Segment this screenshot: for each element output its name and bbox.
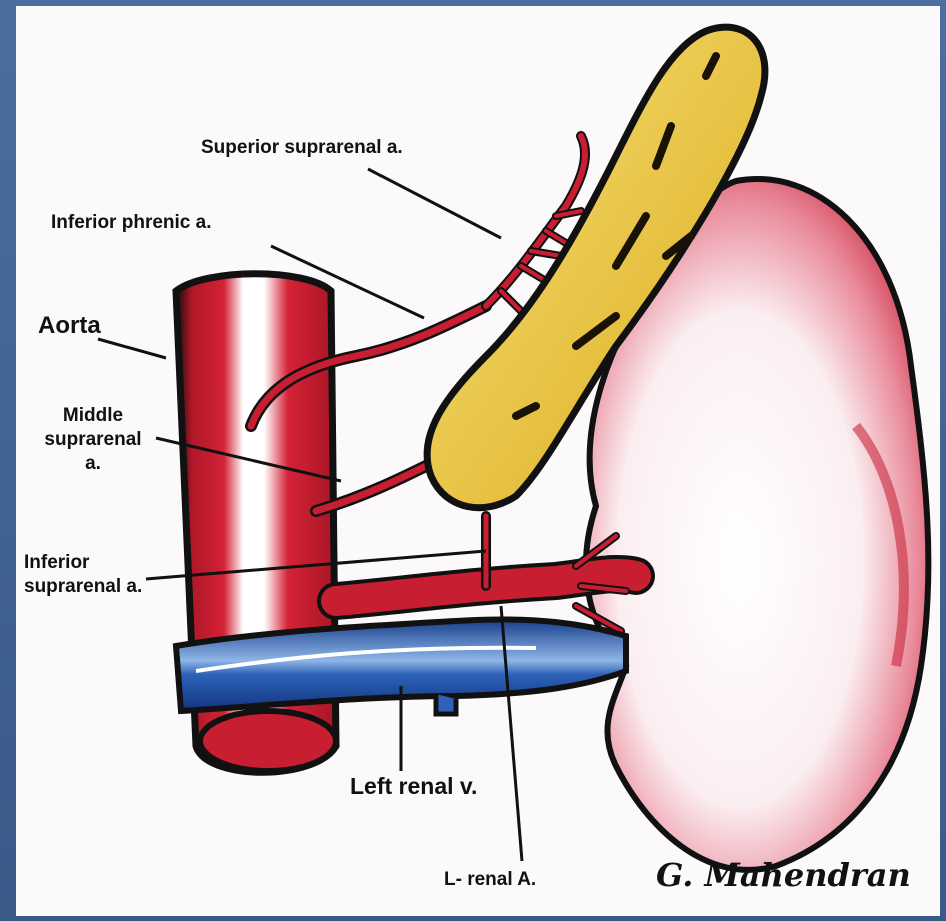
leader-aorta xyxy=(98,339,166,358)
anatomy-illustration xyxy=(16,6,940,916)
label-middle-suprarenal-artery: Middle suprarenal a. xyxy=(38,404,148,475)
label-aorta: Aorta xyxy=(38,311,101,341)
label-inferior-suprarenal-artery: Inferior suprarenal a. xyxy=(24,551,142,599)
label-middle-line-1: Middle xyxy=(38,404,148,428)
label-inferior-phrenic-artery: Inferior phrenic a. xyxy=(51,211,211,235)
label-middle-line-2: suprarenal xyxy=(38,428,148,452)
leader-superior-suprarenal xyxy=(368,169,501,238)
label-left-renal-artery: L- renal A. xyxy=(444,868,536,892)
label-inferior-line-1: Inferior xyxy=(24,551,142,575)
label-middle-line-3: a. xyxy=(38,452,148,476)
label-superior-suprarenal-artery: Superior suprarenal a. xyxy=(201,136,403,160)
artist-signature: G. Mahendran xyxy=(656,856,911,894)
illustration-panel: Superior suprarenal a. Inferior phrenic … xyxy=(16,6,940,916)
label-inferior-line-2: suprarenal a. xyxy=(24,575,142,599)
label-left-renal-vein: Left renal v. xyxy=(350,772,477,801)
